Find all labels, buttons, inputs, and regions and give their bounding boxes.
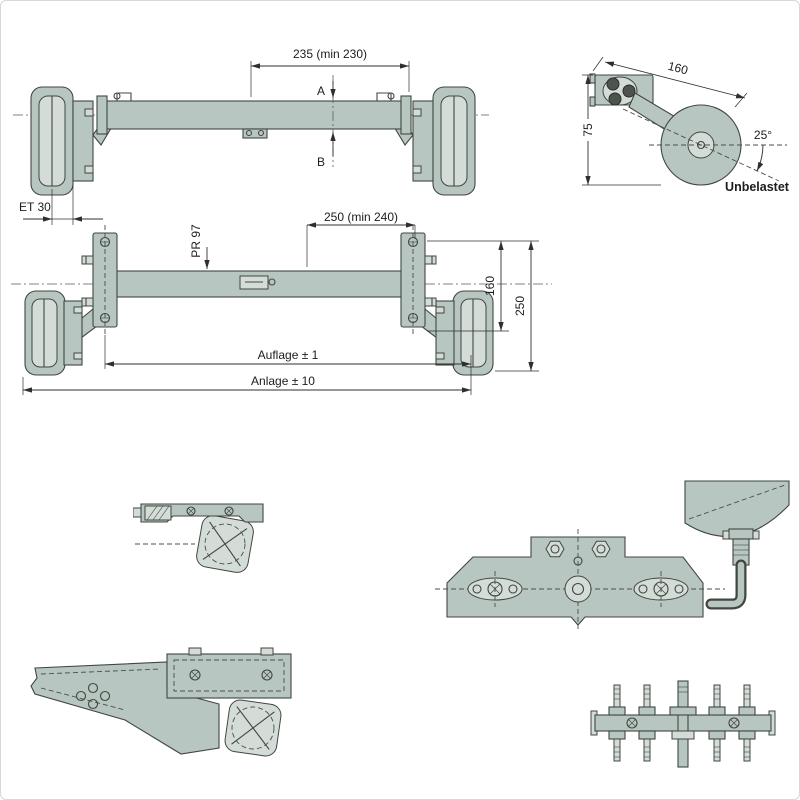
dimension-right-250: 250 <box>495 241 539 372</box>
wheel-right <box>416 290 494 376</box>
axle-tube-profile <box>224 699 282 757</box>
bar-bolt-right <box>728 717 740 729</box>
dimension-right-160: 160 <box>427 240 539 332</box>
view-flange-plate <box>433 527 728 637</box>
clamp-bar-drawing <box>590 680 776 768</box>
view-tube-section-upper <box>132 484 313 584</box>
center-bore <box>564 575 592 603</box>
dimension-et30: ET 30 <box>19 185 103 225</box>
slot-right <box>633 571 689 607</box>
brake-rod-bracket <box>239 275 276 290</box>
dome-shell <box>684 480 790 537</box>
dim-anlage-label: Anlage ± 10 <box>251 374 315 388</box>
stud-1 <box>608 684 626 762</box>
clamp-bolt-left <box>186 506 196 516</box>
section-a-label: A <box>317 84 325 98</box>
center-post <box>669 680 697 768</box>
tube-section-upper-drawing <box>132 503 264 573</box>
clamp-plate <box>166 647 292 699</box>
view-axle-front: 235 (min 230) A B ET 30 <box>11 39 491 239</box>
mounting-plate-right <box>400 225 437 335</box>
axle-top-drawing: PR 97 250 (min 240) 160 250 <box>11 210 552 395</box>
axle-front-drawing: 235 (min 230) A B ET 30 <box>13 47 489 225</box>
dim-75-label: 75 <box>581 123 595 137</box>
slot-left <box>467 571 523 607</box>
view-tube-section-lower <box>29 644 329 784</box>
view-arm-detail: 160 75 25° Unbelastet <box>579 49 794 209</box>
dim-right-160-label: 160 <box>483 276 497 296</box>
stud-2 <box>638 684 656 762</box>
dim-160-label: 160 <box>667 59 690 78</box>
center-small-bolt <box>573 556 583 566</box>
view-axle-top: PR 97 250 (min 240) 160 250 <box>9 210 554 416</box>
section-b-label: B <box>317 155 325 169</box>
bent-rod <box>705 559 747 610</box>
dim-250min240-label: 250 (min 240) <box>324 211 398 224</box>
dim-angle-label: 25° <box>754 128 772 142</box>
stud-3 <box>708 684 726 762</box>
dimension-160: 160 <box>592 56 748 108</box>
tube-section-lower-drawing <box>30 647 292 757</box>
wheel-left <box>24 290 102 376</box>
stud-4 <box>738 684 756 762</box>
dimension-angle-25: 25° <box>754 128 772 172</box>
mounting-plate-left <box>81 225 118 335</box>
hex-bolt-left <box>545 540 565 558</box>
flange-plate-drawing <box>435 529 725 629</box>
dimension-anlage: Anlage ± 10 <box>22 374 471 395</box>
view-clamp-bar <box>583 669 783 784</box>
view-dome-mount <box>679 477 794 637</box>
dimension-pr97: PR 97 <box>189 224 210 269</box>
clamp-bolt-right <box>224 506 234 516</box>
wheel-left <box>30 86 114 196</box>
dimension-75: 75 <box>581 74 661 186</box>
dimension-250min240: 250 (min 240) <box>306 210 416 267</box>
dim-235-label: 235 (min 230) <box>293 47 367 61</box>
arm-detail-drawing: 160 75 25° Unbelastet <box>581 56 790 194</box>
section-markers: A B <box>317 75 336 169</box>
dimension-auflage: Auflage ± 1 <box>104 335 472 395</box>
bar-bolt-left <box>626 717 638 729</box>
tube-inner-circle <box>204 523 246 565</box>
dim-auflage-label: Auflage ± 1 <box>258 348 319 362</box>
wheel-right <box>392 86 476 196</box>
axle-tube-profile <box>196 515 254 573</box>
dome-mount-drawing <box>684 480 790 610</box>
caption-unbelastet: Unbelastet <box>725 180 790 194</box>
axle-beam <box>96 92 412 139</box>
mount-clamp <box>722 528 760 566</box>
hex-bolt-right <box>591 540 611 558</box>
dimension-235: 235 (min 230) <box>250 47 410 97</box>
dim-pr97-label: PR 97 <box>189 224 203 258</box>
dim-et30-label: ET 30 <box>19 200 51 214</box>
tube-inner-circle <box>231 706 275 750</box>
dim-right-250-label: 250 <box>513 296 527 316</box>
clamp-bracket <box>132 503 264 523</box>
arm-axis-line <box>622 108 780 182</box>
